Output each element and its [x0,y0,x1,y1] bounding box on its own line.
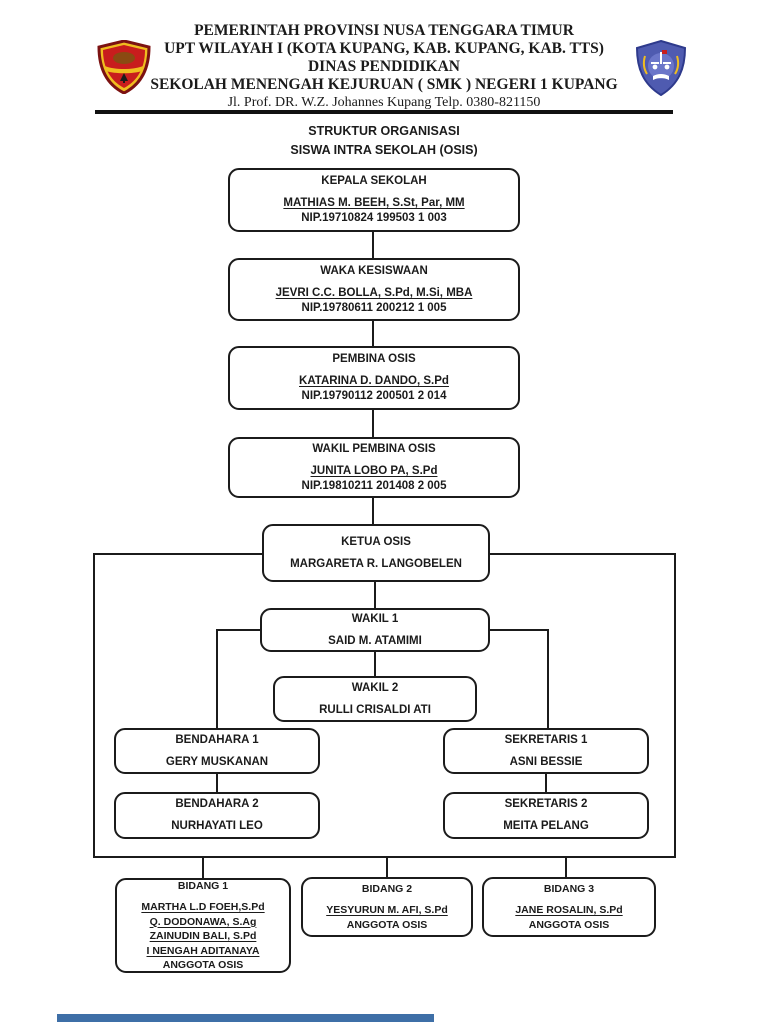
node-title: KEPALA SEKOLAH [321,175,427,187]
connector-left-drop [216,629,218,728]
node-title: BIDANG 2 [361,882,413,895]
node-person-name: MARGARETA R. LANGOBELEN [290,557,462,570]
node-title: BIDANG 1 [177,879,229,892]
node-title: PEMBINA OSIS [332,353,416,365]
node-nip: NIP.19810211 201408 2 005 [301,479,447,492]
connector-sekretaris1-sekretaris2 [545,774,547,792]
letterhead: PEMERINTAH PROVINSI NUSA TENGGARA TIMUR … [0,22,768,112]
connector-wakil1-left-branch [216,629,262,631]
letterhead-line-3: DINAS PENDIDIKAN [307,58,460,75]
node-person-name: KATARINA D. DANDO, S.Pd [299,375,449,387]
page-title: STRUKTUR ORGANISASI SISWA INTRA SEKOLAH … [0,122,768,160]
org-node-bidang-3: BIDANG 3 JANE ROSALIN, S.Pd ANGGOTA OSIS [482,877,656,937]
connector-kepala-waka [372,232,374,258]
node-person-name: YESYURUN M. AFI, S.Pd [326,904,448,917]
node-person-name: JEVRI C.C. BOLLA, S.Pd, M.Si, MBA [275,286,473,299]
org-node-bendahara-2: BENDAHARA 2 NURHAYATI LEO [114,792,320,839]
connector-bidang3-stub [565,856,567,877]
letterhead-line-1: PEMERINTAH PROVINSI NUSA TENGGARA TIMUR [194,22,574,39]
org-node-pembina-osis: PEMBINA OSIS KATARINA D. DANDO, S.Pd NIP… [228,346,520,410]
node-title: BENDAHARA 2 [175,798,259,810]
letterhead-line-4: SEKOLAH MENENGAH KEJURUAN ( SMK ) NEGERI… [150,76,618,93]
org-node-wakil-1: WAKIL 1 SAID M. ATAMIMI [260,608,490,652]
node-title: BENDAHARA 1 [175,733,259,746]
org-node-bendahara-1: BENDAHARA 1 GERY MUSKANAN [114,728,320,774]
org-node-waka-kesiswaan: WAKA KESISWAAN JEVRI C.C. BOLLA, S.Pd, M… [228,258,520,321]
node-footer: ANGGOTA OSIS [346,918,428,931]
connector-bidang2-stub [386,856,388,877]
org-node-wakil-2: WAKIL 2 RULLI CRISALDI ATI [273,676,477,722]
connector-right-drop [547,629,549,728]
connector-wakilpembina-ketua [372,498,374,524]
node-title: KETUA OSIS [341,535,411,548]
bottom-blue-bar [57,1014,434,1022]
org-node-sekretaris-1: SEKRETARIS 1 ASNI BESSIE [443,728,649,774]
letterhead-divider [95,110,673,114]
connector-pembina-wakilpembina [372,410,374,437]
connector-bendahara1-bendahara2 [216,774,218,792]
node-footer: ANGGOTA OSIS [162,959,244,971]
school-crest-icon [632,39,690,101]
node-title: SEKRETARIS 1 [504,733,588,746]
node-nip: NIP.19780611 200212 1 005 [301,301,447,314]
page-title-line-1: STRUKTUR ORGANISASI [308,124,460,138]
org-node-kepala-sekolah: KEPALA SEKOLAH MATHIAS M. BEEH, S.St, Pa… [228,168,520,232]
province-crest-icon [94,39,154,99]
org-node-wakil-pembina-osis: WAKIL PEMBINA OSIS JUNITA LOBO PA, S.Pd … [228,437,520,498]
connector-wakil1-right-branch [488,629,549,631]
node-person-name: SAID M. ATAMIMI [328,634,422,647]
letterhead-address: Jl. Prof. DR. W.Z. Johannes Kupang Telp.… [227,95,541,110]
org-node-sekretaris-2: SEKRETARIS 2 MEITA PELANG [443,792,649,839]
node-person-name: ASNI BESSIE [509,755,583,768]
node-title: WAKIL PEMBINA OSIS [312,442,436,455]
node-title: WAKA KESISWAAN [320,264,428,277]
org-node-bidang-1: BIDANG 1 MARTHA L.D FOEH,S.Pd Q. DODONAW… [115,878,291,973]
node-person-name: RULLI CRISALDI ATI [319,703,431,716]
node-title: BIDANG 3 [543,882,595,895]
node-member-name: I NENGAH ADITANAYA [146,944,260,957]
letterhead-line-2: UPT WILAYAH I (KOTA KUPANG, KAB. KUPANG,… [164,40,604,57]
node-person-name: JANE ROSALIN, S.Pd [515,904,623,917]
connector-wakil1-wakil2 [374,652,376,676]
node-title: WAKIL 1 [351,612,399,625]
connector-bidang1-stub [202,856,204,878]
node-member-name: Q. DODONAWA, S.Ag [149,915,257,928]
node-person-name: MATHIAS M. BEEH, S.St, Par, MM [283,197,465,209]
page-title-line-2: SISWA INTRA SEKOLAH (OSIS) [290,143,478,157]
org-node-ketua-osis: KETUA OSIS MARGARETA R. LANGOBELEN [262,524,490,582]
node-person-name: JUNITA LOBO PA, S.Pd [310,464,438,477]
node-title: SEKRETARIS 2 [504,798,588,810]
node-member-name: MARTHA L.D FOEH,S.Pd [141,901,265,913]
node-member-name: ZAINUDIN BALI, S.Pd [149,930,257,942]
org-node-bidang-2: BIDANG 2 YESYURUN M. AFI, S.Pd ANGGOTA O… [301,877,473,937]
node-person-name: NURHAYATI LEO [171,820,263,832]
node-title: WAKIL 2 [351,681,399,694]
node-nip: NIP.19710824 199503 1 003 [301,212,447,224]
node-nip: NIP.19790112 200501 2 014 [301,390,447,402]
node-footer: ANGGOTA OSIS [528,918,610,931]
node-person-name: GERY MUSKANAN [165,755,269,768]
connector-waka-pembina [372,321,374,346]
connector-ketua-wakil1 [374,582,376,608]
node-person-name: MEITA PELANG [503,820,589,832]
